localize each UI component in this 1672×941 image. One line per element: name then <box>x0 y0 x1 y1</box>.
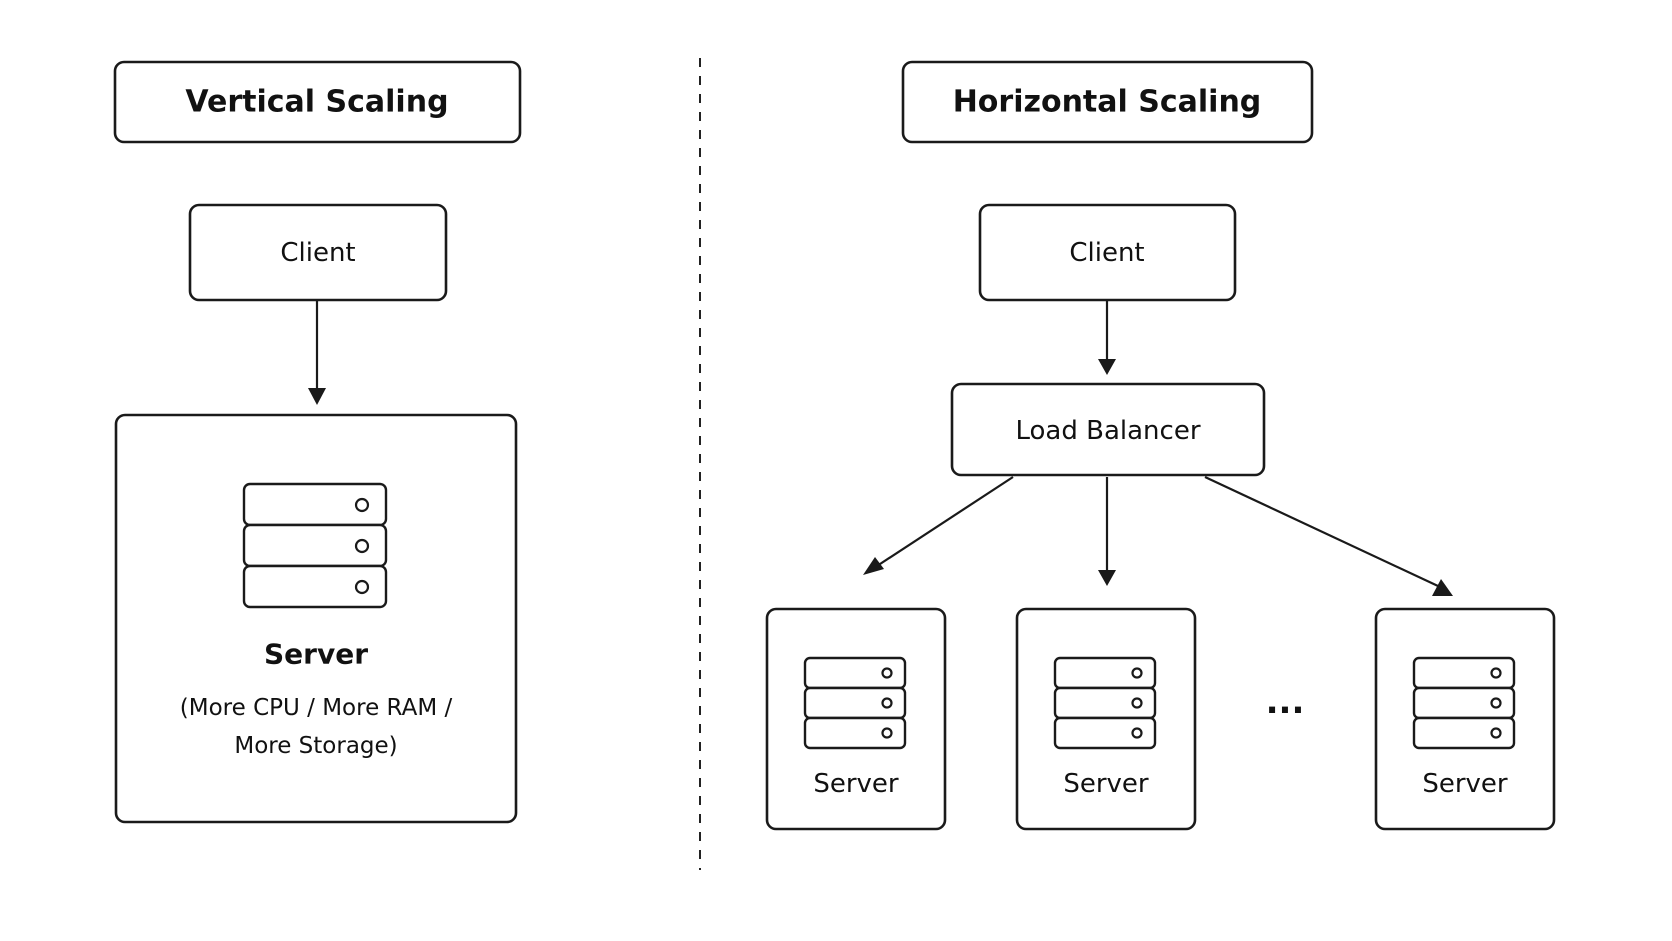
vertical-server-node: Server (More CPU / More RAM / More Stora… <box>114 413 518 824</box>
vertical-scaling-section: Vertical Scaling Client Server (More CPU… <box>113 60 522 824</box>
horizontal-client-label: Client <box>1069 238 1144 268</box>
vertical-client-label: Client <box>280 238 355 268</box>
horizontal-server-label-2: Server <box>1063 769 1149 799</box>
load-balancer-to-server-2-arrow <box>1098 477 1116 586</box>
vertical-server-note-line1: (More CPU / More RAM / <box>180 695 453 721</box>
vertical-title-box: Vertical Scaling <box>113 60 522 144</box>
client-to-load-balancer-arrow <box>1098 300 1116 375</box>
load-balancer-node: Load Balancer <box>950 382 1266 477</box>
horizontal-scaling-section: Horizontal Scaling Client Load Balancer <box>765 60 1556 831</box>
load-balancer-to-server-1-arrow <box>863 476 1014 575</box>
more-servers-ellipsis: ... <box>1266 682 1305 722</box>
vertical-server-label: Server <box>264 638 368 671</box>
horizontal-server-label-1: Server <box>813 769 899 799</box>
server-rack-icon <box>242 482 388 609</box>
horizontal-client-node: Client <box>978 203 1237 302</box>
vertical-client-node: Client <box>188 203 448 302</box>
vertical-client-to-server-arrow <box>308 300 326 405</box>
server-rack-icon <box>803 656 907 750</box>
horizontal-title-box: Horizontal Scaling <box>901 60 1314 144</box>
load-balancer-label: Load Balancer <box>1015 416 1200 446</box>
load-balancer-to-server-3-arrow <box>1204 476 1453 596</box>
horizontal-server-node-1: Server <box>765 607 947 831</box>
server-rack-icon <box>1412 656 1516 750</box>
horizontal-server-node-3: Server <box>1374 607 1556 831</box>
vertical-title: Vertical Scaling <box>185 85 448 120</box>
server-rack-icon <box>1053 656 1157 750</box>
horizontal-server-node-2: Server <box>1015 607 1197 831</box>
horizontal-server-label-3: Server <box>1422 769 1508 799</box>
vertical-server-note-line2: More Storage) <box>234 733 397 759</box>
horizontal-title: Horizontal Scaling <box>953 85 1262 120</box>
